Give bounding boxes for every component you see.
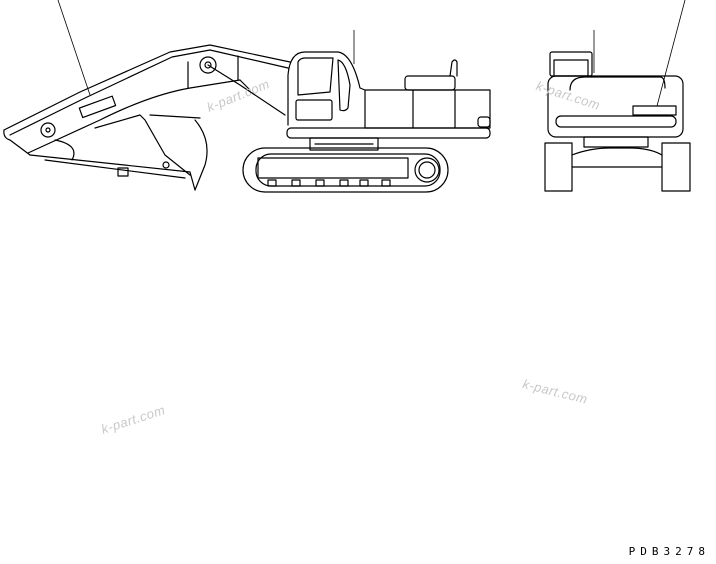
leader-lines <box>57 0 686 107</box>
drawing-code: PDB3278 <box>628 545 710 558</box>
excavator-rear-view <box>544 51 691 192</box>
track-rollers <box>267 179 391 187</box>
excavator-side-view <box>3 44 491 193</box>
